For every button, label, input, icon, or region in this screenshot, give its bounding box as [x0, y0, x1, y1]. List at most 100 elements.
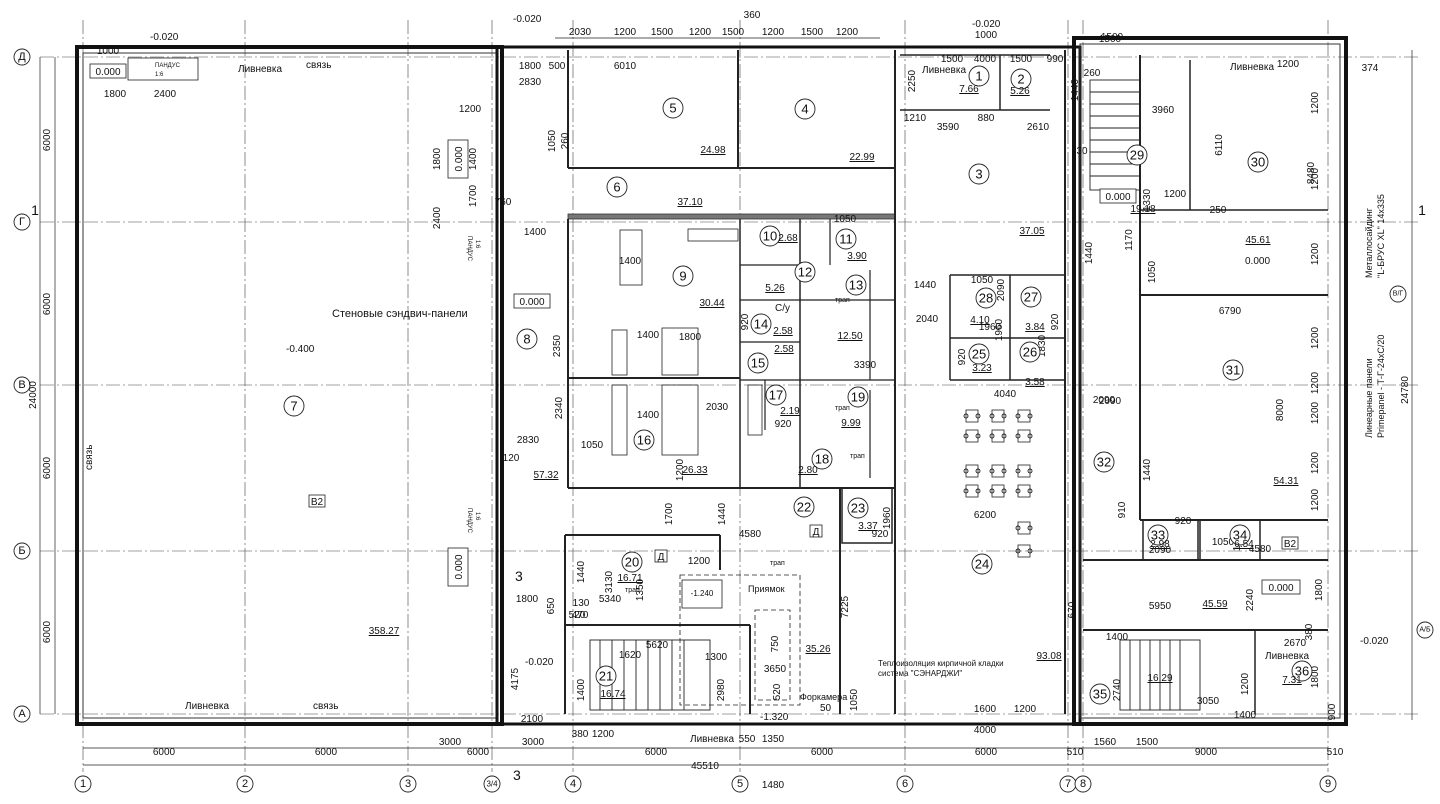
dim-label: 260 — [560, 132, 571, 149]
dim-label: 920 — [872, 529, 889, 540]
room-area: 2.58 — [774, 344, 794, 355]
dim-label: 1170 — [1124, 229, 1135, 251]
room-area: 2.68 — [778, 233, 798, 244]
dim-label: 8000 — [1275, 398, 1286, 421]
dim-bottom: 510 — [1067, 747, 1084, 758]
dim-label: 2090 — [1093, 395, 1116, 406]
axis-col-4: 4 — [570, 778, 576, 790]
dim-label: 1440 — [1070, 78, 1081, 101]
dim-label: 6200 — [974, 510, 997, 521]
row-axis-markers: Д Г В Б А 1 1 В/Г А/Б — [13, 48, 1434, 723]
dim-label: 30 — [1076, 146, 1088, 157]
room-number: 28 — [979, 291, 993, 306]
dim-bottom-small: 2100 — [521, 714, 544, 725]
dim-label: 2980 — [716, 678, 727, 701]
room-number: 34 — [1233, 528, 1247, 543]
room-number: 29 — [1130, 148, 1144, 163]
room-number: 11 — [839, 232, 853, 247]
dim-label: 3960 — [1152, 105, 1175, 116]
staircases — [589, 79, 1201, 711]
room-number: 10 — [763, 229, 777, 244]
room-marker-circle — [811, 448, 833, 470]
dim-top: 1500 — [651, 27, 674, 38]
dim-label: 1400 — [524, 227, 547, 238]
wc-note: С/у — [775, 303, 790, 314]
room-marker-circle — [662, 97, 684, 119]
room-area: 93.08 — [1036, 651, 1061, 662]
dim-label: 5620 — [646, 640, 669, 651]
dim-label: 3130 — [604, 570, 615, 593]
room-marker-circle — [1093, 451, 1115, 473]
dim-label: 1440 — [1084, 241, 1095, 264]
d-mark: Д — [658, 552, 665, 563]
dim-label: 1800 — [1310, 665, 1321, 688]
ramps: ПАНДУС 1:6 ПАНДУС 1:6 ПАНДУС 1:6 — [127, 57, 480, 534]
trap-note: трап — [770, 560, 785, 567]
dim-label: 2090 — [1149, 545, 1172, 556]
dim-label: 1200 — [459, 104, 482, 115]
dim-top: 4000 — [974, 54, 997, 65]
dim-label: 3050 — [1197, 696, 1220, 707]
room-marker-circle — [283, 395, 305, 417]
axis-row-d: Д — [18, 51, 26, 63]
dim-label: 374 — [1362, 63, 1379, 74]
dim-bottom: 9000 — [1195, 747, 1218, 758]
axis-col-7: 7 — [1065, 778, 1071, 790]
panels-note: Primepanel - Т-Г-24хС/20 — [1376, 335, 1386, 438]
room-number: 25 — [972, 347, 986, 362]
dim-label: 2350 — [552, 334, 563, 357]
dim-label: 3390 — [854, 360, 877, 371]
room-marker-circle — [968, 65, 990, 87]
room-number: 27 — [1024, 290, 1038, 305]
level-mark: 0.000 — [95, 67, 120, 78]
dim-label: 1200 — [1310, 451, 1321, 474]
axis-row-vg: В/Г — [1393, 291, 1404, 298]
axis-col-6: 6 — [902, 778, 908, 790]
room-area: 7.31 — [1282, 675, 1302, 686]
dim-label: 1400 — [468, 147, 479, 170]
dim-label: 1050 — [834, 214, 857, 225]
dim-label: 670 — [1067, 601, 1078, 618]
room-number: 7 — [290, 399, 297, 414]
dim-bottom: 6000 — [975, 747, 998, 758]
room-marker-circle — [845, 274, 867, 296]
room-marker-circle — [750, 313, 772, 335]
dim-label: 7225 — [840, 595, 851, 618]
dim-label: 5340 — [599, 594, 622, 605]
dim-label: 1000 — [975, 30, 998, 41]
dim-label: 1050 — [1212, 537, 1235, 548]
room-marker-circle — [1222, 359, 1244, 381]
dim-label: 1400 — [637, 410, 660, 421]
dim-label: 1440 — [1142, 458, 1153, 481]
room-marker-circle — [606, 176, 628, 198]
room-number: 16 — [637, 433, 651, 448]
room-marker-circle — [516, 328, 538, 350]
dim-label: 6790 — [1219, 306, 1242, 317]
dim-bottom: 550 — [739, 734, 756, 745]
ramp-label: ПАНДУС — [466, 508, 472, 534]
room-number: 17 — [769, 388, 783, 403]
dim-label: 130 — [573, 598, 590, 609]
panels-note: Линеарные панели — [1364, 358, 1374, 438]
dim-label: 1440 — [576, 560, 587, 583]
ramp-slope: 1:6 — [474, 240, 480, 249]
axis-row-1-right: 1 — [1418, 202, 1426, 218]
room-area: 16.29 — [1147, 673, 1172, 684]
room-number: 31 — [1226, 363, 1240, 378]
level-mark: 0.000 — [454, 554, 465, 579]
axis-row-v: В — [18, 379, 25, 391]
room-area: 9.99 — [841, 418, 861, 429]
dim-label: 4580 — [1249, 544, 1272, 555]
room-area: 45.61 — [1245, 235, 1270, 246]
dim-label: 520 — [569, 610, 586, 621]
dim-label: 1960 — [979, 322, 1002, 333]
axis-col-3: 3 — [405, 778, 411, 790]
room-marker-circle — [1020, 286, 1042, 308]
level-mark: 0.000 — [519, 297, 544, 308]
dim-label: 1440 — [914, 280, 937, 291]
